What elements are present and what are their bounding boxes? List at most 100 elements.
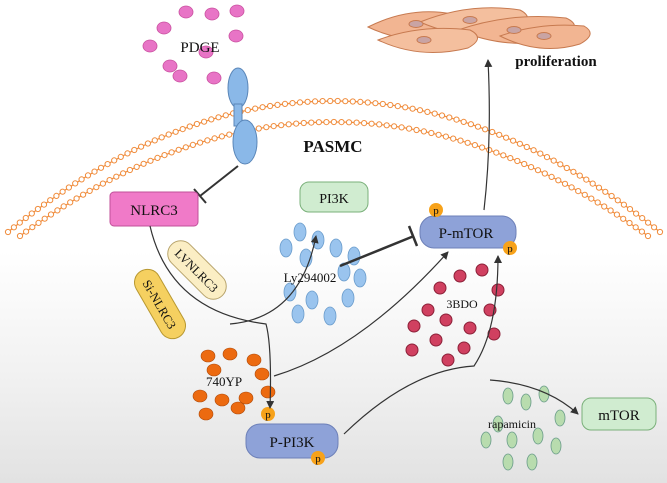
lipid-head <box>550 157 557 164</box>
lipid-head <box>211 135 218 142</box>
lipid-head <box>278 122 285 129</box>
phospho-badge: p <box>429 203 443 217</box>
lipid-head <box>189 141 196 148</box>
lipid-head <box>563 164 570 172</box>
lipid-head <box>16 219 23 226</box>
lipid-head <box>555 177 562 184</box>
lipid-head <box>576 172 583 179</box>
lipid-head <box>270 123 277 130</box>
lipid-head <box>53 192 60 199</box>
3bdo-dots <box>405 263 505 367</box>
lipid-head <box>507 155 514 162</box>
lipid-head <box>607 207 614 214</box>
lipid-head <box>496 131 503 138</box>
nlrc3-label: NLRC3 <box>130 203 178 219</box>
inhibit-receptor-nlrc3 <box>193 165 239 204</box>
lipid-head <box>638 228 646 235</box>
lipid-head <box>431 110 438 117</box>
lipid-head <box>424 108 431 116</box>
arrow-mtor-to-proliferation <box>483 59 493 211</box>
lipid-head <box>632 224 639 231</box>
rapamicin-label: rapamicin <box>488 417 536 431</box>
p-pi3k-label: P-PI3K <box>269 435 314 451</box>
lipid-head <box>222 112 229 119</box>
lipid-head <box>537 150 544 157</box>
lipid-head <box>4 228 12 236</box>
lipid-head <box>80 191 87 198</box>
lipid-head <box>138 143 145 150</box>
lipid-head <box>193 120 200 128</box>
lipid-head <box>285 121 292 128</box>
lipid-head <box>644 232 652 240</box>
p-mtor-pill: P-mTOR <box>419 215 517 249</box>
rapamicin-dots <box>480 385 566 471</box>
si-nlrc3-pill: Si-NLRC3 <box>134 268 186 340</box>
lipid-head <box>602 188 609 195</box>
lipid-head <box>204 137 211 144</box>
arrow-to-pi3k <box>229 235 319 325</box>
lipid-head <box>182 144 189 151</box>
lipid-head <box>543 154 551 161</box>
lipid-head <box>226 131 233 138</box>
lipid-head <box>179 126 186 133</box>
lipid-head <box>394 103 401 110</box>
lipid-head <box>530 147 537 154</box>
lipid-head <box>474 123 482 130</box>
lipid-head <box>446 114 453 121</box>
receptor-icon <box>227 67 258 165</box>
lipid-head <box>453 116 460 123</box>
lipid-head <box>151 137 158 144</box>
lipid-head <box>372 100 379 107</box>
740yp-label: 740YP <box>206 374 242 389</box>
lipid-head <box>420 128 427 135</box>
lipid-head <box>438 112 446 119</box>
lipid-head <box>548 173 555 180</box>
lipid-head <box>327 97 334 105</box>
lipid-head <box>620 201 628 208</box>
lipid-head <box>464 139 471 146</box>
lipid-head <box>255 125 262 132</box>
p-mtor-label: P-mTOR <box>439 226 494 242</box>
lipid-head <box>106 177 113 184</box>
lipid-head <box>300 119 307 127</box>
lipid-head <box>651 224 658 231</box>
lipid-head <box>168 149 175 156</box>
lipid-head <box>595 184 603 191</box>
lipid-head <box>120 170 127 177</box>
lipid-head <box>364 99 371 106</box>
lipid-head <box>334 97 341 105</box>
lipid-head <box>22 214 29 222</box>
lipid-head <box>457 137 464 144</box>
lipid-head <box>489 128 496 136</box>
3bdo-label: 3BDO <box>446 297 478 311</box>
lipid-head <box>259 104 266 111</box>
lipid-head <box>312 98 319 105</box>
lipid-head <box>10 224 17 231</box>
lipid-head <box>323 119 330 126</box>
lipid-head <box>614 197 621 204</box>
lipid-head <box>482 126 489 133</box>
lipid-head <box>338 119 345 126</box>
lipid-head <box>47 211 55 218</box>
lipid-head <box>175 146 182 153</box>
lipid-head <box>97 164 105 171</box>
lipid-head <box>308 119 315 126</box>
lipid-head <box>639 215 646 222</box>
lipid-head <box>73 195 80 202</box>
proliferation-label: proliferation <box>515 54 597 70</box>
lipid-head <box>131 146 138 154</box>
lipid-head <box>416 107 424 114</box>
pi3k-label: PI3K <box>319 192 349 207</box>
lipid-head <box>379 100 386 108</box>
lipid-head <box>144 140 151 147</box>
lipid-head <box>656 228 664 236</box>
lipid-head <box>528 164 535 171</box>
lipid-head <box>111 157 118 164</box>
svg-text:p: p <box>315 453 321 465</box>
mtor-box: mTOR <box>581 397 657 431</box>
lv-nlrc3-pill: LVNLRC3 <box>167 240 227 300</box>
ly294002-label: Ly294002 <box>284 270 337 285</box>
lipid-head <box>147 157 154 164</box>
lipid-head <box>296 99 304 106</box>
